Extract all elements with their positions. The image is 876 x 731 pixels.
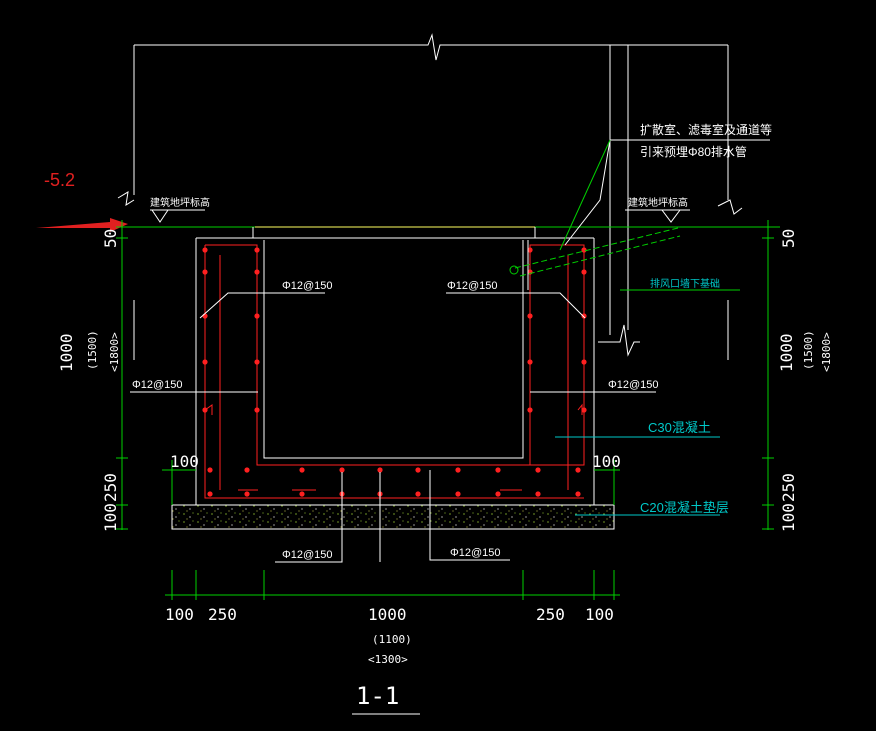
rebar-dot bbox=[575, 467, 581, 473]
rebar-dot bbox=[455, 467, 461, 473]
rebar-dot bbox=[299, 467, 305, 473]
bottom-dim-3-alt2: <1300> bbox=[368, 653, 408, 666]
cushion-label: C20混凝土垫层 bbox=[640, 500, 729, 515]
bottom-dim-1: 100 bbox=[165, 605, 194, 624]
ground-level-label-left: 建筑地坪标高 bbox=[150, 196, 210, 209]
drain-note-line1: 扩散室、滤毒室及通道等 bbox=[640, 122, 772, 137]
right-dim-cushion: 100 bbox=[779, 503, 798, 532]
rebar-dot bbox=[527, 247, 533, 253]
rebar-dot bbox=[581, 359, 587, 365]
rebar-dot bbox=[299, 491, 305, 497]
rebar-dot bbox=[254, 407, 260, 413]
rebar-dot bbox=[535, 467, 541, 473]
rebar-dot bbox=[495, 467, 501, 473]
bottom-dim-3: 1000 bbox=[368, 605, 407, 624]
rebar-dot bbox=[339, 467, 345, 473]
right-dim-slab: 250 bbox=[779, 473, 798, 502]
rebar-label-left-upper: Φ12@150 bbox=[282, 280, 333, 292]
rebar-dot bbox=[202, 407, 208, 413]
leader-lines bbox=[130, 139, 770, 563]
rebar-dot bbox=[581, 269, 587, 275]
rebar-dot bbox=[254, 269, 260, 275]
drain-leader bbox=[559, 139, 611, 251]
bottom-dim-3-alt1: (1100) bbox=[372, 633, 412, 646]
rebar-dot bbox=[202, 247, 208, 253]
rebar-dots bbox=[202, 247, 587, 497]
elevation-arrow-icon bbox=[36, 218, 128, 232]
bottom-dim-5: 100 bbox=[585, 605, 614, 624]
left-dim-cushion: 100 bbox=[101, 503, 120, 532]
rebar-dot bbox=[254, 247, 260, 253]
rebar-dot bbox=[527, 359, 533, 365]
rebar-dot bbox=[581, 247, 587, 253]
wall-bottom-note: 排风口墙下基础 bbox=[650, 277, 720, 290]
rebar-dot bbox=[207, 467, 213, 473]
elevation-label: -5.2 bbox=[44, 170, 75, 190]
left-dim-slab: 250 bbox=[101, 473, 120, 502]
channel-outline bbox=[172, 227, 614, 506]
right-dim-alt1: (1500) bbox=[802, 330, 815, 370]
section-label: 1-1 bbox=[356, 682, 399, 710]
left-dim-height: 1000 bbox=[57, 333, 76, 372]
rebar-dot bbox=[254, 313, 260, 319]
rebar-label-left-lower: Φ12@150 bbox=[132, 379, 183, 391]
rebar-dot bbox=[377, 467, 383, 473]
bottom-dimension-chain bbox=[165, 570, 620, 600]
cushion-layer bbox=[171, 504, 615, 530]
projection-right: 100 bbox=[592, 452, 621, 471]
rebar-cage bbox=[204, 244, 585, 499]
right-dim-height: 1000 bbox=[777, 333, 796, 372]
rebar-dot bbox=[455, 491, 461, 497]
upper-structure bbox=[117, 33, 743, 360]
rebar-label-slab-right: Φ12@150 bbox=[450, 547, 501, 559]
rebar-label-slab-left: Φ12@150 bbox=[282, 549, 333, 561]
rebar-dot bbox=[244, 467, 250, 473]
left-dim-top: 50 bbox=[101, 229, 120, 248]
bottom-dim-4: 250 bbox=[536, 605, 565, 624]
rebar-dot bbox=[527, 313, 533, 319]
right-dim-top: 50 bbox=[779, 229, 798, 248]
drain-pipe bbox=[509, 227, 681, 277]
rebar-dot bbox=[535, 491, 541, 497]
rebar-dot bbox=[581, 407, 587, 413]
rebar-dot bbox=[495, 491, 501, 497]
concrete-label: C30混凝土 bbox=[648, 420, 711, 435]
rebar-dot bbox=[244, 491, 250, 497]
left-dim-alt2: <1800> bbox=[108, 332, 121, 372]
projection-left: 100 bbox=[170, 452, 199, 471]
rebar-dot bbox=[415, 467, 421, 473]
rebar-dot bbox=[527, 407, 533, 413]
rebar-dot bbox=[575, 491, 581, 497]
rebar-label-right-lower: Φ12@150 bbox=[608, 379, 659, 391]
rebar-dot bbox=[581, 313, 587, 319]
rebar-dot bbox=[202, 269, 208, 275]
ground-line bbox=[120, 209, 780, 228]
left-dimension-chain bbox=[116, 220, 196, 530]
ground-level-label-right: 建筑地坪标高 bbox=[628, 196, 688, 209]
bottom-dim-2: 250 bbox=[208, 605, 237, 624]
right-dimension-chain bbox=[594, 220, 774, 530]
rebar-dot bbox=[207, 491, 213, 497]
rebar-dot bbox=[202, 359, 208, 365]
rebar-dot bbox=[415, 491, 421, 497]
right-dim-alt2: <1800> bbox=[820, 332, 833, 372]
left-dim-alt1: (1500) bbox=[86, 330, 99, 370]
drain-note-line2: 引来预埋Φ80排水管 bbox=[640, 144, 747, 159]
rebar-label-right-upper: Φ12@150 bbox=[447, 280, 498, 292]
rebar-dot bbox=[254, 359, 260, 365]
